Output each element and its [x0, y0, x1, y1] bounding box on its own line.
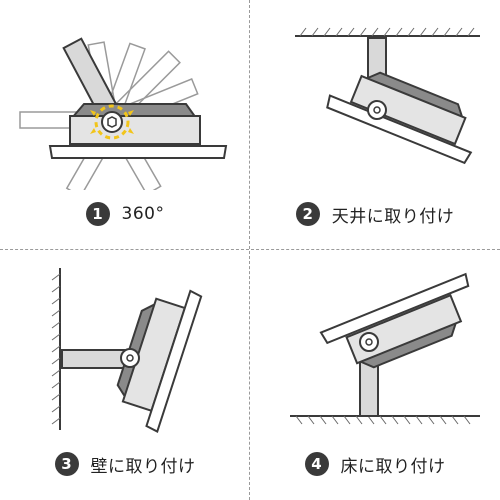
horizontal-divider: [0, 249, 500, 250]
caption-ceiling: 2 天井に取り付け: [250, 196, 500, 232]
caption-wall: 3 壁に取り付け: [0, 446, 250, 482]
rotation-icon: [19, 37, 228, 190]
step-badge-4: 4: [304, 452, 329, 476]
caption-text-4: 床に取り付け: [340, 456, 446, 477]
caption-text-1: 360°: [121, 204, 165, 224]
caption-floor: 4 床に取り付け: [250, 446, 500, 482]
caption-text-2: 天井に取り付け: [331, 206, 455, 227]
step-badge-2: 2: [295, 202, 320, 226]
caption-rotation: 1 360°: [0, 196, 250, 232]
step-badge-3: 3: [54, 452, 79, 476]
caption-text-3: 壁に取り付け: [90, 456, 196, 477]
wall-mount-icon: [51, 268, 203, 433]
panel-rotation: 1 360°: [0, 0, 250, 250]
ceiling-mount-icon: [295, 27, 480, 165]
panel-floor: 4 床に取り付け: [250, 250, 500, 500]
panel-wall: 3 壁に取り付け: [0, 250, 250, 500]
floor-mount-icon: [290, 272, 480, 425]
vertical-divider: [249, 0, 250, 500]
panel-ceiling: 2 天井に取り付け: [250, 0, 500, 250]
step-badge-1: 1: [85, 202, 110, 226]
